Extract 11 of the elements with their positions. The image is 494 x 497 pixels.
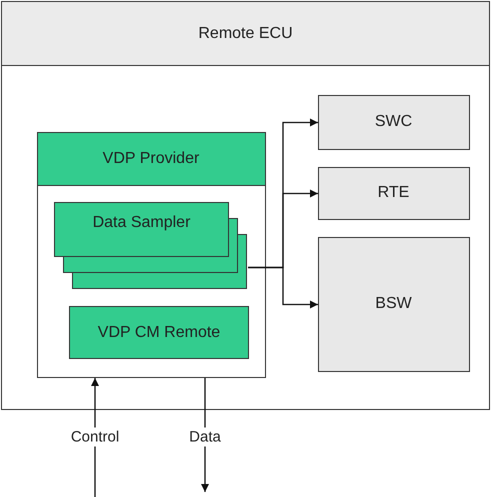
process-box: SWC [318,94,470,150]
container-box [1,1,490,410]
process-box: VDP CM Remote [69,306,249,359]
container-box [36,132,266,378]
box-label: Data Sampler [92,214,192,232]
process-box: RTE [318,166,470,220]
header-label: Remote ECU [198,24,293,42]
process-box: BSW [318,236,470,372]
header-label: VDP Provider [102,150,200,168]
stacked-process-box [54,202,247,289]
arrow [248,266,318,308]
